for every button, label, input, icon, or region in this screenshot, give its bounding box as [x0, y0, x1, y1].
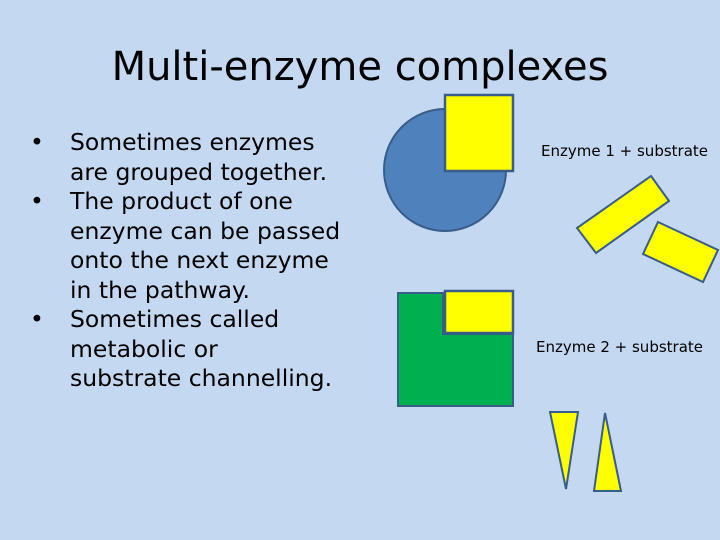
- bullet-line: substrate channelling.: [70, 364, 333, 392]
- enzyme2-substrate-label: Enzyme 2 + substrate: [536, 338, 703, 356]
- bullet-line: The product of one: [70, 187, 293, 215]
- bullet-item: Sometimes enzymes are grouped together.: [28, 128, 388, 187]
- bullet-line: Sometimes called: [70, 305, 280, 333]
- bullet-line: metabolic or: [70, 334, 218, 363]
- bullet-line: enzyme can be passed: [70, 216, 341, 245]
- bullet-line: in the pathway.: [70, 275, 251, 304]
- enzyme1-substrate-square: [443, 93, 515, 173]
- enzyme2-substrate-rect: [443, 289, 515, 335]
- bullet-line: onto the next enzyme: [70, 246, 329, 274]
- enzyme1-substrate-label: Enzyme 1 + substrate: [541, 142, 708, 160]
- bullet-item: Sometimes called metabolic or substrate …: [28, 305, 388, 394]
- slide-title: Multi-enzyme complexes: [111, 44, 609, 90]
- yellow-triangle-left: [548, 411, 580, 490]
- bullet-line: are grouped together.: [70, 157, 328, 186]
- yellow-triangle-right: [592, 412, 623, 492]
- bullet-item: The product of one enzyme can be passed …: [28, 187, 388, 305]
- bullet-line: Sometimes enzymes: [70, 128, 315, 156]
- rotated-yellow-rect-1: [575, 174, 671, 255]
- bullet-list: Sometimes enzymes are grouped together. …: [28, 128, 388, 394]
- rotated-yellow-rect-2: [641, 220, 720, 284]
